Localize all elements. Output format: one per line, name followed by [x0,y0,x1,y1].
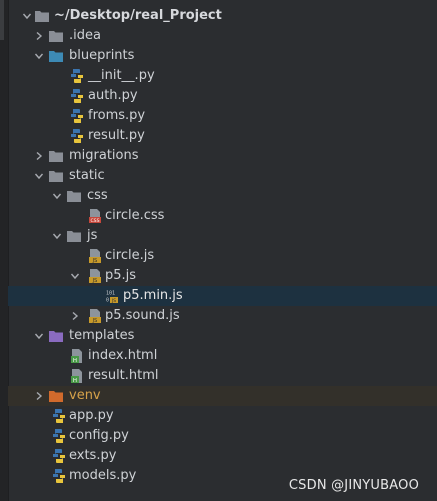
js-file-icon: JS [88,249,104,264]
file-label: app.py [69,408,114,423]
tree-row-exts-py[interactable]: exts.py [8,446,437,466]
file-label: circle.js [105,248,155,263]
file-label: config.py [69,428,129,443]
tree-row-css[interactable]: css [8,186,437,206]
tree-row-blueprints[interactable]: blueprints [8,46,437,66]
tree-row-index-html[interactable]: H index.html [8,346,437,366]
package-folder-icon [48,49,64,63]
tree-row-circle-js[interactable]: JS circle.js [8,246,437,266]
chevron-down-icon[interactable] [50,186,64,206]
chevron-right-icon[interactable] [32,386,46,406]
svg-text:H: H [73,378,77,384]
chevron-down-icon[interactable] [32,166,46,186]
python-file-icon [70,129,86,143]
tree-row-froms-py[interactable]: froms.py [8,106,437,126]
folder-label: blueprints [69,48,135,63]
python-file-icon [52,409,68,423]
python-file-icon [52,469,68,483]
chevron-down-icon[interactable] [32,46,46,66]
tree-row-templates[interactable]: templates [8,326,437,346]
folder-label: static [69,168,105,183]
chevron-right-icon[interactable] [32,146,46,166]
chevron-right-icon[interactable] [68,306,82,326]
js-file-icon: JS [88,269,104,284]
svg-text:CSS: CSS [90,218,99,224]
file-label: models.py [69,468,137,483]
chevron-right-icon[interactable] [32,26,46,46]
folder-label: venv [69,388,101,403]
tree-row-auth-py[interactable]: auth.py [8,86,437,106]
file-label: exts.py [69,448,117,463]
tree-row-static[interactable]: static [8,166,437,186]
python-file-icon [52,449,68,463]
tree-row-app-py[interactable]: app.py [8,406,437,426]
tree-row-root[interactable]: ~/Desktop/real_Project [8,6,437,26]
tree-row-result-py[interactable]: result.py [8,126,437,146]
folder-label: css [87,188,108,203]
tree-row-p5-js[interactable]: JS p5.js [8,266,437,286]
python-file-icon [52,429,68,443]
svg-text:0: 0 [106,298,109,304]
folder-icon [66,229,82,243]
folder-icon [66,189,82,203]
html-file-icon: H [70,349,86,364]
file-label: p5.js [105,268,137,283]
folder-icon [34,9,50,23]
chevron-down-icon[interactable] [50,226,64,246]
css-file-icon: CSS [88,209,104,224]
templates-folder-icon [48,329,64,343]
file-label: result.html [88,368,159,383]
file-label: p5.min.js [123,288,183,303]
svg-text:H: H [73,358,77,364]
python-file-icon [70,109,86,123]
chevron-down-icon[interactable] [20,6,34,26]
tree-row-idea[interactable]: .idea [8,26,437,46]
folder-label: js [87,228,98,243]
tree-row-venv[interactable]: venv [8,386,437,406]
folder-icon [48,169,64,183]
svg-text:JS: JS [92,258,97,264]
file-label: __init__.py [88,68,155,83]
folder-label: .idea [69,28,101,43]
tree-row-init-py[interactable]: __init__.py [8,66,437,86]
watermark-text: CSDN @JINYUBAOO [288,478,419,493]
svg-text:101: 101 [106,291,115,297]
python-file-icon [70,69,86,83]
tree-row-migrations[interactable]: migrations [8,146,437,166]
folder-icon [48,149,64,163]
folder-icon [48,29,64,43]
tree-row-models-py[interactable]: models.py [8,466,437,486]
file-label: index.html [88,348,158,363]
svg-text:JS: JS [92,318,97,324]
left-gutter [0,0,9,501]
file-label: p5.sound.js [105,308,180,323]
tree-row-p5-sound-js[interactable]: JS p5.sound.js [8,306,437,326]
project-tree[interactable]: ~/Desktop/real_Project .idea blueprints … [8,0,437,501]
file-label: result.py [88,128,145,143]
folder-label: templates [69,328,135,343]
root-folder-label: ~/Desktop/real_Project [54,8,222,23]
js-file-icon: JS [88,309,104,324]
file-label: froms.py [88,108,146,123]
tree-row-config-py[interactable]: config.py [8,426,437,446]
python-file-icon [70,89,86,103]
file-label: circle.css [105,208,165,223]
file-label: auth.py [88,88,138,103]
svg-text:JS: JS [92,278,97,284]
chevron-down-icon[interactable] [32,326,46,346]
folder-label: migrations [69,148,139,163]
chevron-down-icon[interactable] [68,266,82,286]
tree-row-js[interactable]: js [8,226,437,246]
tree-row-circle-css[interactable]: CSS circle.css [8,206,437,226]
excluded-folder-icon [48,389,64,403]
svg-text:JS: JS [111,298,116,304]
gutter-marker [0,0,4,40]
tree-row-result-html[interactable]: H result.html [8,366,437,386]
html-file-icon: H [70,369,86,384]
